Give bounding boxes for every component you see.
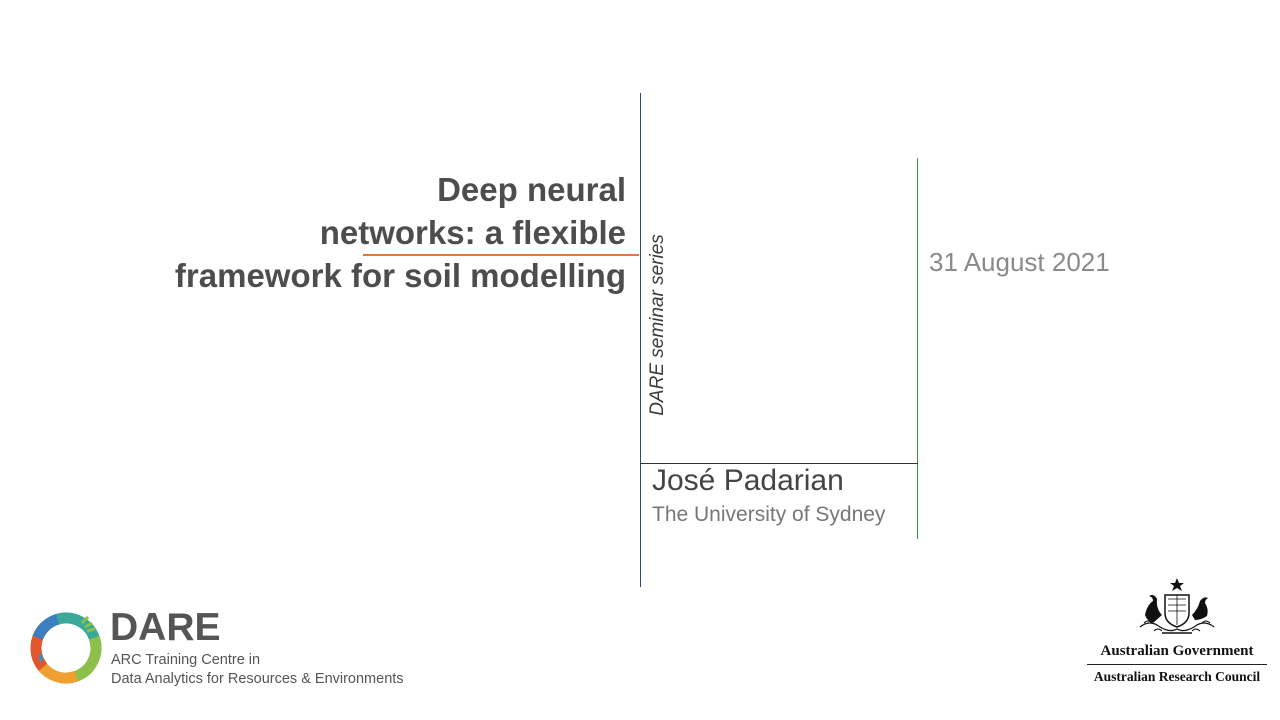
title-line-3: framework for soil modelling (174, 257, 626, 294)
author-name: José Padarian (652, 464, 844, 497)
dare-logo-line-1: ARC Training Centre in (111, 652, 261, 668)
australian-government-label: Australian Government (1100, 643, 1254, 659)
vertical-divider-green (917, 158, 918, 539)
vertical-divider-blue (640, 93, 641, 587)
author-affiliation: The University of Sydney (652, 503, 886, 526)
series-label: DARE seminar series (647, 234, 668, 416)
australian-research-council-label: Australian Research Council (1093, 669, 1261, 684)
dare-logo-name: DARE (110, 606, 221, 649)
horizontal-divider (640, 463, 918, 464)
dare-logo-line-2: Data Analytics for Resources & Environme… (111, 671, 404, 687)
government-divider (1087, 664, 1267, 665)
presentation-date: 31 August 2021 (929, 247, 1110, 277)
slide-title: Deep neural networks: a flexible framewo… (120, 168, 626, 297)
coat-of-arms-icon (1139, 578, 1215, 634)
dare-ring-logo-icon (30, 612, 102, 684)
title-line-1: Deep neural (437, 171, 626, 208)
title-underline (363, 254, 639, 256)
title-line-2: networks: a flexible (319, 214, 626, 251)
